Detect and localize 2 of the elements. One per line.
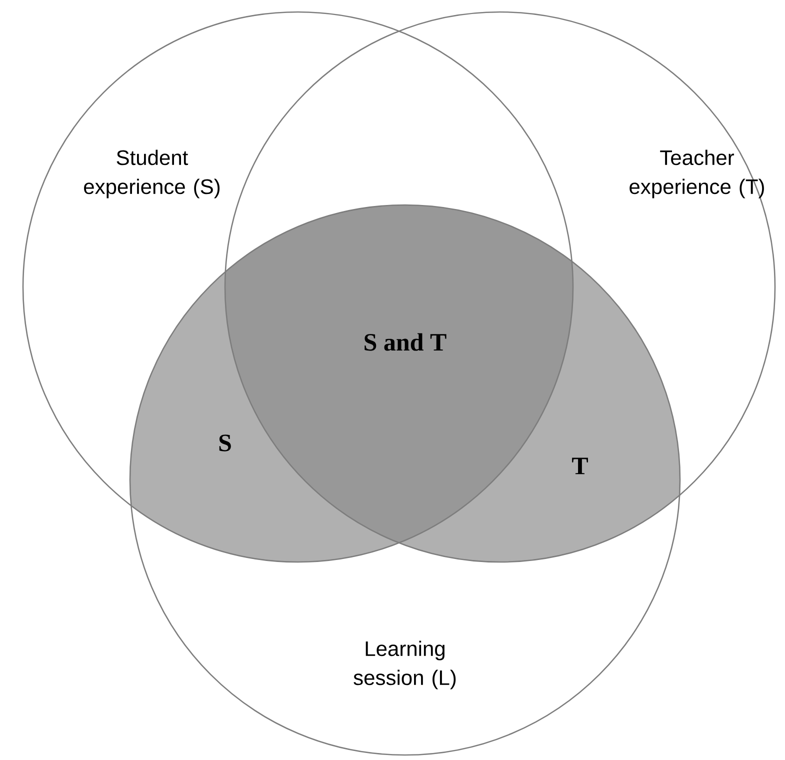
region-label: T [572, 458, 588, 474]
region-label: S and T [364, 333, 446, 351]
